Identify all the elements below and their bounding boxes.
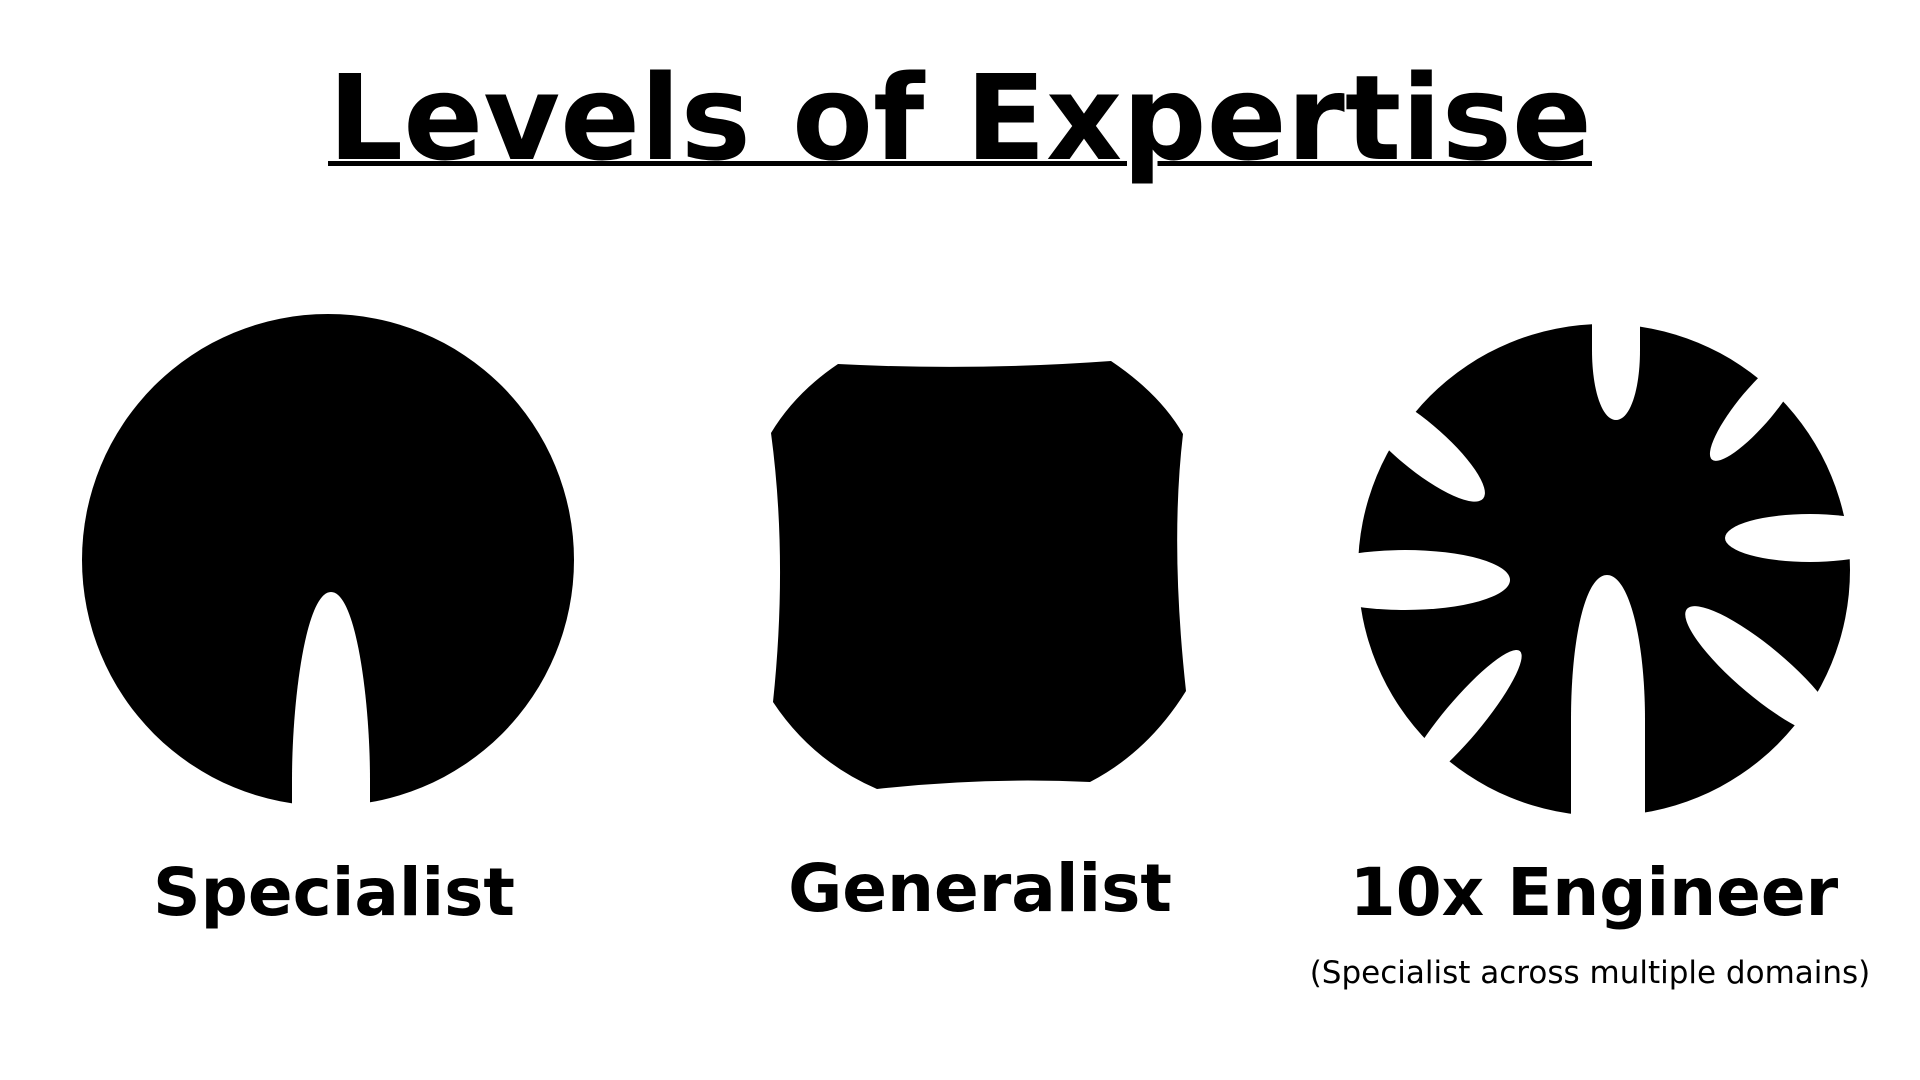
engineer-circle (1358, 324, 1850, 816)
diagram-title: Levels of Expertise (0, 48, 1920, 190)
generalist-blob (771, 361, 1186, 789)
generalist-shape (771, 361, 1186, 789)
specialist-shape (82, 314, 574, 806)
title-text: Levels of Expertise (328, 49, 1592, 187)
engineer-label: 10x Engineer (1349, 854, 1839, 931)
generalist-label: Generalist (788, 850, 1172, 927)
engineer-shape (1358, 324, 1850, 816)
specialist-circle (82, 314, 574, 806)
engineer-sublabel: (Specialist across multiple domains) (1309, 955, 1871, 991)
specialist-label: Specialist (153, 854, 515, 931)
